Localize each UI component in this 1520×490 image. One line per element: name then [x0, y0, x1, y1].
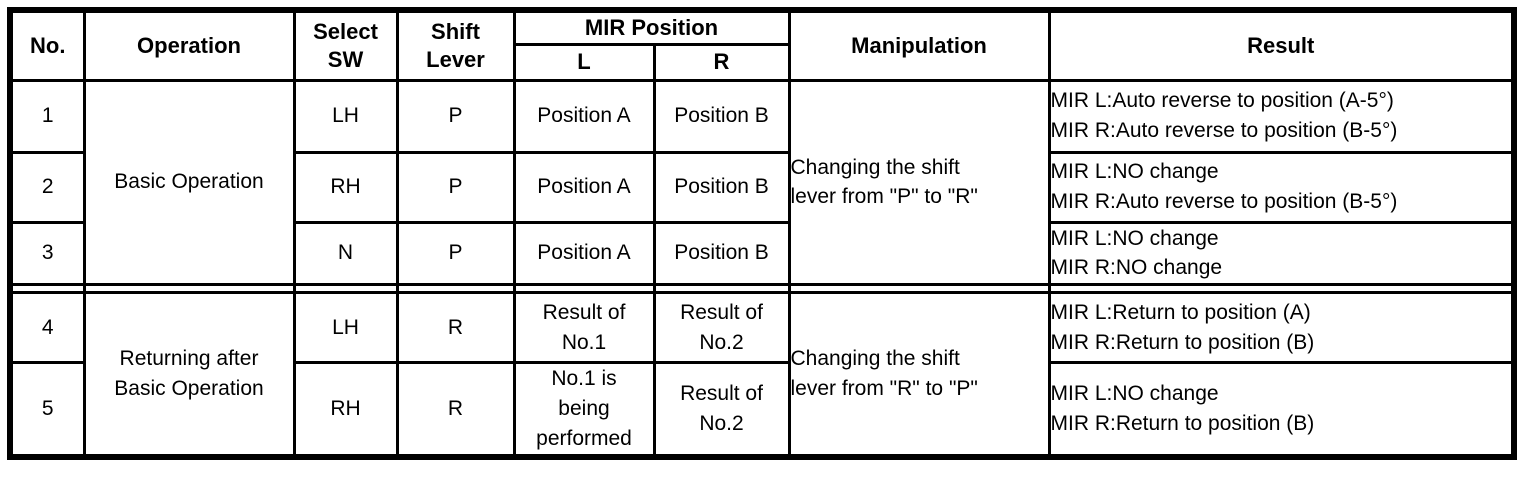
- row-1-shift-lever: P: [395, 78, 516, 154]
- header-mir-r: R: [652, 42, 791, 82]
- row-2-select-sw: RH: [292, 150, 399, 224]
- row-5-result: MIR L:NO change MIR R:Return to position…: [1047, 361, 1516, 459]
- row-3-result: MIR L:NO change MIR R:NO change: [1047, 220, 1516, 287]
- header-mir-l: L: [512, 42, 656, 82]
- table-row-1: 1 Basic Operation LH P Position A Positi…: [8, 78, 1516, 287]
- row-2-result: MIR L:NO change MIR R:Auto reverse to po…: [1047, 150, 1516, 224]
- row-3-select-sw: N: [292, 220, 399, 287]
- row-2-mir-r: Position B: [652, 150, 791, 224]
- table-row-2: 2 RH P Position A Position B MIR L:NO ch…: [8, 150, 1516, 224]
- header-shift-lever: Shift Lever: [395, 8, 516, 82]
- header-no: No.: [8, 8, 86, 82]
- group-separator-row: [8, 283, 1516, 295]
- row-1-select-sw: LH: [292, 78, 399, 154]
- group-separator-cell: [8, 283, 86, 295]
- header-select-sw: Select SW: [292, 8, 399, 82]
- row-4-mir-r: Result of No.2: [652, 291, 791, 365]
- group-2-manipulation: Changing the shift lever from "R" to "P": [787, 291, 1051, 459]
- row-4-result: MIR L:Return to position (A) MIR R:Retur…: [1047, 291, 1516, 365]
- row-3-mir-r: Position B: [652, 220, 791, 287]
- group-separator-cell: [82, 283, 296, 295]
- header-manipulation: Manipulation: [787, 8, 1051, 82]
- header-operation: Operation: [82, 8, 296, 82]
- group-separator-cell: [652, 283, 791, 295]
- header-result: Result: [1047, 8, 1516, 82]
- row-1-result: MIR L:Auto reverse to position (A-5°) MI…: [1047, 78, 1516, 154]
- row-4-select-sw: LH: [292, 291, 399, 365]
- group-separator-cell: [292, 283, 399, 295]
- row-1-mir-r: Position B: [652, 78, 791, 154]
- row-3-mir-l: Position A: [512, 220, 656, 287]
- row-5-shift-lever: R: [395, 361, 516, 459]
- row-3-no: 3: [8, 220, 86, 287]
- group-1-operation: Basic Operation: [82, 78, 296, 287]
- row-2-mir-l: Position A: [512, 150, 656, 224]
- table-row-4: 4 Returning after Basic Operation LH R R…: [8, 291, 1516, 459]
- row-5-no: 5: [8, 361, 86, 459]
- group-separator-cell: [395, 283, 516, 295]
- header-row-1: No. Operation Select SW Shift Lever MIR …: [8, 8, 1516, 82]
- row-5-mir-r: Result of No.2: [652, 361, 791, 459]
- group-separator-cell: [787, 283, 1051, 295]
- row-1-mir-l: Position A: [512, 78, 656, 154]
- table-row-5: 5 RH R No.1 is being performed Result of…: [8, 361, 1516, 459]
- row-4-no: 4: [8, 291, 86, 365]
- mir-operation-table: No. Operation Select SW Shift Lever MIR …: [7, 7, 1517, 460]
- row-2-shift-lever: P: [395, 150, 516, 224]
- row-4-mir-l: Result of No.1: [512, 291, 656, 365]
- group-1-manipulation: Changing the shift lever from "P" to "R": [787, 78, 1051, 287]
- row-5-mir-l: No.1 is being performed: [512, 361, 656, 459]
- group-separator-cell: [1047, 283, 1516, 295]
- row-5-select-sw: RH: [292, 361, 399, 459]
- group-2-operation: Returning after Basic Operation: [82, 291, 296, 459]
- row-1-no: 1: [8, 78, 86, 154]
- header-mir-position: MIR Position: [512, 8, 791, 46]
- row-4-shift-lever: R: [395, 291, 516, 365]
- group-separator-cell: [512, 283, 656, 295]
- row-2-no: 2: [8, 150, 86, 224]
- header-row-2: L R: [10, 42, 1514, 82]
- table-row-3: 3 N P Position A Position B MIR L:NO cha…: [8, 220, 1516, 287]
- row-3-shift-lever: P: [395, 220, 516, 287]
